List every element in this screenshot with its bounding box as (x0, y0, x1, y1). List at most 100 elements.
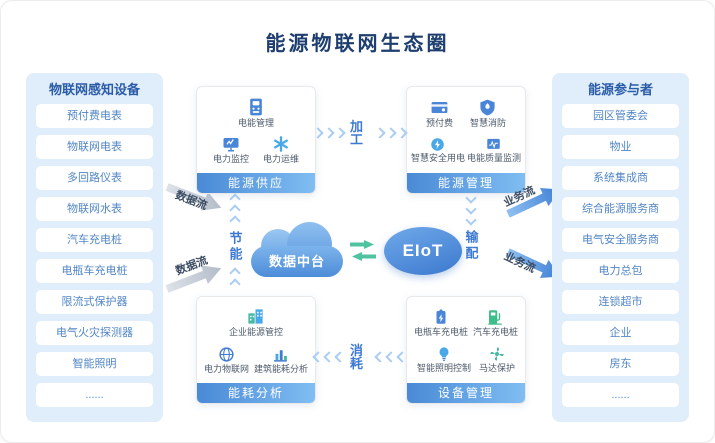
fire-shield-icon (480, 99, 496, 116)
feature-power-quality: 电能质量监测 (467, 137, 521, 164)
chevron-up-icon (229, 267, 241, 279)
feature-motor-protection: 马达保护 (479, 346, 515, 374)
energy-saving-flow: 节能 (224, 193, 246, 297)
energy-saving-label: 节能 (227, 231, 243, 263)
energy-analysis-title: 能耗分析 (197, 383, 315, 403)
distribution-flow: 输配 (460, 192, 482, 278)
building-energy-chart-icon (274, 349, 288, 362)
energy-meter-icon (250, 98, 262, 116)
power-ops-icon (274, 136, 288, 153)
participant-item: 综合能源服务商 (562, 197, 679, 221)
device-item: 多回路仪表 (36, 166, 153, 190)
chevron-up-icon (229, 204, 241, 216)
feature-power-operations: 电力运维 (263, 135, 299, 165)
energy-participants-panel: 能源参与者 园区管委会 物业 系统集成商 综合能源服务商 电气安全服务商 电力总… (552, 73, 689, 422)
chevron-left-icon (396, 351, 408, 363)
device-item-ellipsis: ...... (36, 383, 153, 407)
feature-building-energy: 建筑能耗分析 (254, 346, 308, 375)
chevron-up-icon (229, 193, 241, 205)
consumption-label: 消耗 (350, 343, 365, 371)
feature-label: 建筑能耗分析 (253, 363, 308, 374)
participant-item: 系统集成商 (562, 166, 679, 190)
participant-item: 房东 (562, 352, 679, 376)
feature-label: 汽车充电桩 (472, 327, 518, 338)
energy-supply-title: 能源供应 (197, 173, 315, 193)
participant-item: 园区管委会 (562, 104, 679, 128)
feature-label: 智能照明控制 (416, 363, 471, 374)
feature-label: 电能质量监测 (466, 153, 521, 164)
participant-item: 物业 (562, 135, 679, 159)
data-flow-label-bottom: 数据流 (174, 254, 210, 278)
eiot-label: EIoT (402, 241, 444, 260)
participant-item: 连锁超市 (562, 290, 679, 314)
chevron-down-icon (465, 192, 477, 204)
chevron-right-icon (312, 127, 324, 139)
chevron-down-icon (465, 214, 477, 226)
energy-management-box: 预付费 智慧消防 智慧安全用电 电能质量监测 能源管理 (406, 86, 526, 194)
feature-power-iot: 电力物联网 (204, 346, 249, 375)
chevron-left-icon (374, 351, 386, 363)
processing-flow: 加工 (312, 120, 408, 146)
business-flow-label-bottom: 业务流 (502, 250, 538, 276)
energy-management-title: 能源管理 (407, 173, 525, 193)
diagram-title: 能源物联网生态圈 (265, 33, 450, 55)
data-platform-cloud-icon: 数据中台 (251, 222, 343, 277)
feature-prepaid: 预付费 (426, 98, 453, 129)
participant-item: 电力总包 (562, 259, 679, 283)
distribution-label: 输配 (463, 230, 479, 262)
participant-item: 电气安全服务商 (562, 228, 679, 252)
ebike-charging-icon (436, 309, 446, 324)
power-quality-icon (487, 138, 501, 149)
feature-label: 企业能源管控 (228, 327, 283, 338)
feature-label: 智慧安全用电 (410, 153, 465, 164)
car-charging-icon (488, 310, 503, 325)
feature-enterprise-energy: 企业能源管控 (229, 307, 283, 338)
eiot-node: EIoT (384, 227, 462, 275)
feature-label: 智慧消防 (469, 118, 506, 129)
device-item: 物联网电表 (36, 135, 153, 159)
device-item: 汽车充电桩 (36, 228, 153, 252)
iot-devices-panel: 物联网感知设备 预付费电表 物联网电表 多回路仪表 物联网水表 汽车充电桩 电瓶… (26, 73, 163, 422)
iot-devices-panel-title: 物联网感知设备 (48, 82, 140, 97)
participant-item-ellipsis: ...... (562, 383, 679, 407)
device-item: 物联网水表 (36, 197, 153, 221)
chevron-right-icon (374, 127, 386, 139)
feature-label: 预付费 (425, 118, 453, 129)
chevron-left-icon (323, 351, 335, 363)
device-management-title: 设备管理 (407, 383, 525, 403)
enterprise-energy-icon (248, 309, 264, 325)
feature-label: 电瓶车充电桩 (413, 327, 468, 338)
chevron-left-icon (385, 351, 397, 363)
participant-item: 企业 (562, 321, 679, 345)
processing-label: 加工 (350, 119, 365, 147)
energy-analysis-box: 企业能源管控 电力物联网 建筑能耗分析 能耗分析 (196, 296, 316, 404)
data-platform-label: 数据中台 (268, 254, 325, 269)
smart-lighting-icon (439, 347, 449, 362)
feature-smart-lighting: 智能照明控制 (417, 346, 471, 374)
feature-label: 电力运维 (262, 154, 299, 165)
chevron-right-icon (385, 127, 397, 139)
feature-car-charging: 汽车充电桩 (473, 308, 518, 338)
feature-label: 电能管理 (237, 117, 274, 128)
feature-label: 电力物联网 (203, 363, 249, 374)
device-item: 预付费电表 (36, 104, 153, 128)
feature-power-monitoring: 电力监控 (213, 135, 249, 165)
device-item: 智能照明 (36, 352, 153, 376)
device-item: 限流式保护器 (36, 290, 153, 314)
device-item: 电气火灾探测器 (36, 321, 153, 345)
chevron-right-icon (396, 127, 408, 139)
prepaid-card-icon (431, 102, 448, 114)
feature-energy-management: 电能管理 (238, 97, 274, 129)
energy-supply-box: 电能管理 电力监控 电力运维 能源供应 (196, 86, 316, 194)
chevron-left-icon (334, 351, 346, 363)
motor-protection-icon (490, 347, 504, 361)
chevron-down-icon (465, 203, 477, 215)
power-monitor-icon (223, 138, 239, 152)
bidirectional-arrows-icon (347, 239, 379, 267)
safe-power-icon (431, 138, 445, 151)
feature-label: 马达保护 (478, 363, 515, 374)
feature-ebike-charging: 电瓶车充电桩 (414, 308, 468, 338)
chevron-up-icon (229, 278, 241, 290)
chevron-right-icon (323, 127, 335, 139)
